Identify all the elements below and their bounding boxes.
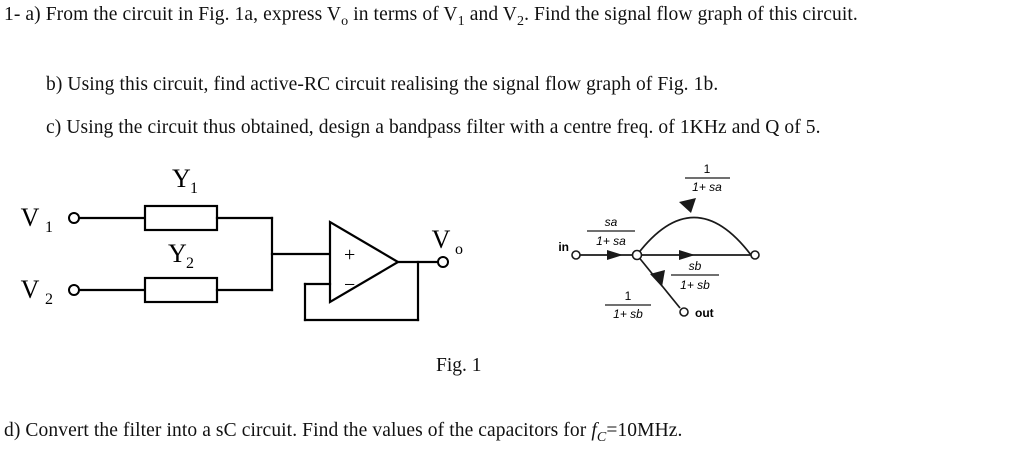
question-d-italic-f: f — [591, 420, 597, 441]
gain-in-to-mid-numerator: sa — [605, 215, 618, 229]
label-y2-sub: 2 — [186, 255, 194, 272]
question-d-tail: =10MHz. — [606, 420, 683, 441]
label-y2: Y — [168, 239, 187, 268]
gain-right-to-mid-denominator: 1+ sa — [692, 180, 722, 194]
label-opamp-plus: + — [344, 244, 355, 266]
gain-mid-to-right-denominator: 1+ sb — [680, 278, 710, 292]
arrow-right-to-mid-arc — [679, 198, 696, 213]
question-a-mid2: and V — [464, 4, 517, 25]
question-a-prefix: 1- a) From the circuit in Fig. 1a, expre… — [4, 4, 342, 25]
component-y1 — [143, 204, 219, 232]
question-a-sub-2: 2 — [516, 12, 525, 29]
label-y1: Y — [172, 164, 191, 193]
terminal-v1 — [68, 212, 80, 224]
label-v1-sub: 1 — [45, 219, 53, 236]
question-a-tail: . Find the signal flow graph of this cir… — [524, 4, 858, 25]
gain-out-to-mid-denominator: 1+ sb — [613, 307, 643, 321]
arrow-out-to-mid — [650, 270, 665, 287]
gain-in-to-mid: sa 1+ sa — [587, 215, 635, 248]
label-v2: V — [21, 275, 40, 304]
terminal-vo — [437, 256, 449, 268]
question-d-sub-c: C — [596, 428, 607, 445]
gain-right-to-mid-numerator: 1 — [704, 162, 711, 176]
figure-caption: Fig. 1 — [436, 355, 482, 376]
question-a-sub-o: o — [341, 12, 349, 29]
label-vo-sub: o — [455, 241, 463, 258]
label-y1-sub: 1 — [190, 180, 198, 197]
opamp-triangle — [328, 220, 401, 304]
label-v1: V — [21, 203, 40, 232]
label-node-in: in — [558, 240, 569, 254]
signal-flow-graph: in out sa 1+ sa sb 1+ sb 1 1+ sa — [555, 160, 815, 340]
question-c: c) Using the circuit thus obtained, desi… — [46, 117, 821, 138]
gain-right-to-mid-arc: 1 1+ sa — [685, 162, 730, 194]
question-a-mid1: in terms of V — [348, 4, 458, 25]
question-d: d) Convert the filter into a sC circuit.… — [4, 418, 964, 450]
gain-mid-to-right-numerator: sb — [689, 259, 702, 273]
question-d-prefix: d) Convert the filter into a sC circuit.… — [4, 420, 592, 441]
circuit-svg: V 1 V 2 Y 1 Y 2 V o + − — [21, 164, 463, 322]
label-vo: V — [432, 225, 451, 254]
component-y2 — [143, 276, 219, 304]
circuit-diagram: V 1 V 2 Y 1 Y 2 V o + − — [0, 160, 520, 340]
node-mid — [631, 249, 643, 261]
terminal-v2 — [68, 284, 80, 296]
gain-mid-to-right: sb 1+ sb — [671, 259, 719, 292]
node-in — [571, 250, 581, 260]
node-right — [750, 250, 760, 260]
edge-right-to-mid-arc — [636, 216, 752, 256]
question-a: 1- a) From the circuit in Fig. 1a, expre… — [4, 2, 954, 34]
gain-out-to-mid: 1 1+ sb — [605, 289, 651, 321]
question-a-sub-1: 1 — [457, 12, 465, 29]
question-b: b) Using this circuit, find active-RC ci… — [46, 74, 719, 95]
gain-out-to-mid-numerator: 1 — [625, 289, 632, 303]
gain-in-to-mid-denominator: 1+ sa — [596, 234, 626, 248]
arrow-in-to-mid — [607, 250, 623, 260]
sfg-svg: in out sa 1+ sa sb 1+ sb 1 1+ sa — [558, 162, 760, 321]
label-node-out: out — [695, 306, 714, 320]
arrow-mid-to-right — [679, 250, 695, 260]
node-out — [679, 307, 689, 317]
label-opamp-minus: − — [344, 274, 355, 296]
label-v2-sub: 2 — [45, 291, 53, 308]
